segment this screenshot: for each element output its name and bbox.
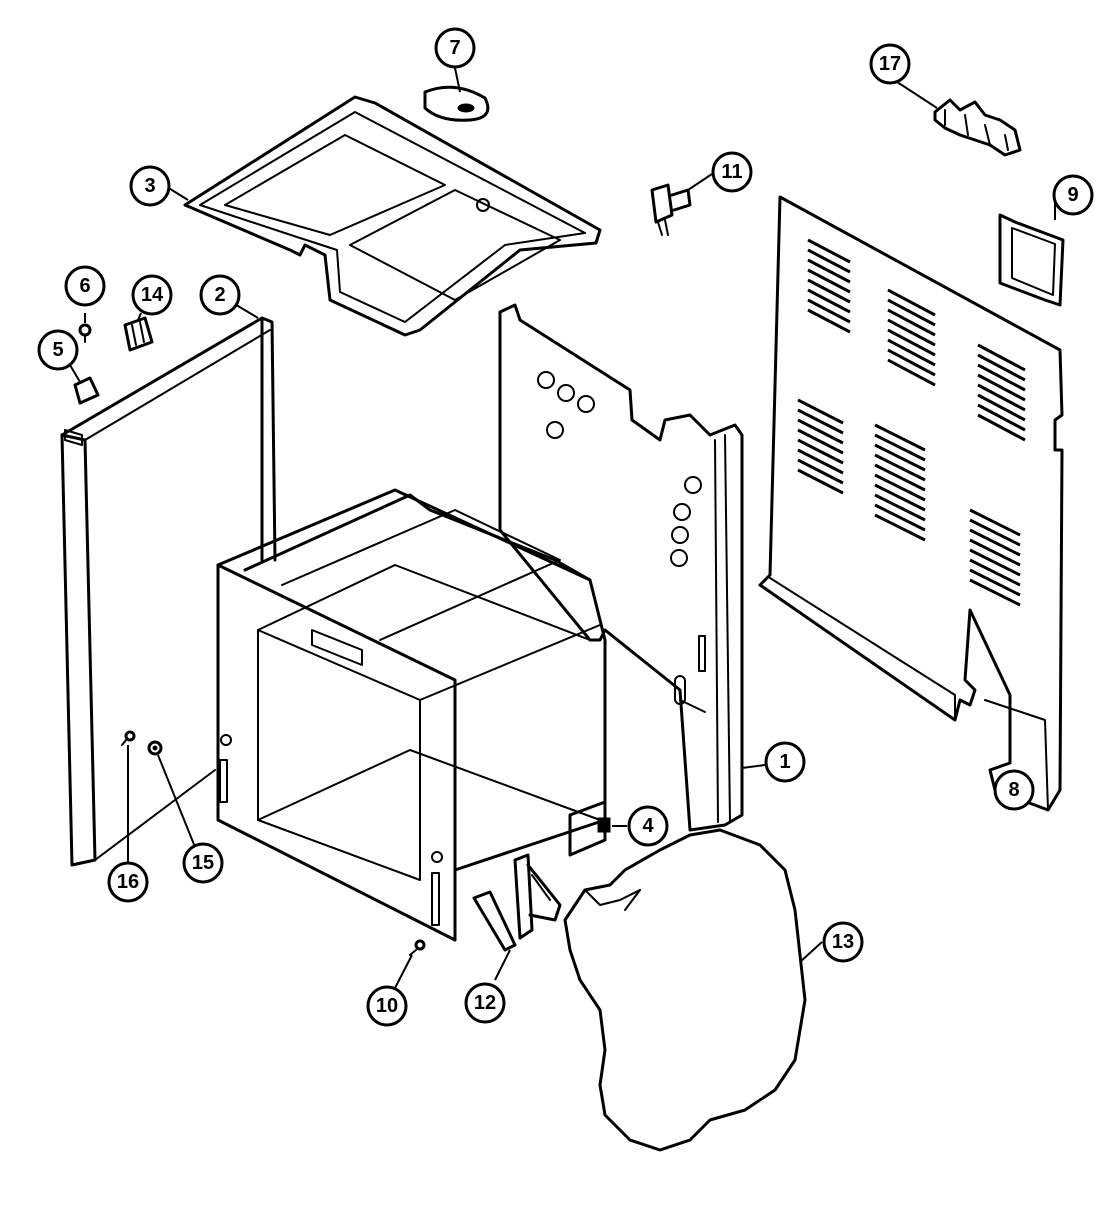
callout-16: 16 [107,861,149,903]
callout-label: 1 [779,751,790,773]
part-6-screw [78,323,92,343]
callout-9: 9 [1052,174,1094,216]
part-12-hinge [472,853,562,952]
part-7-cap [423,85,490,122]
callout-label: 12 [474,992,496,1014]
callout-label: 13 [832,931,854,953]
callout-13: 13 [822,921,864,963]
callout-label: 8 [1008,779,1019,801]
oven-cavity [216,488,607,942]
callout-label: 17 [879,53,901,75]
callout-label: 11 [721,161,742,183]
part-11-connector [650,183,692,236]
part-5-clip [73,376,100,405]
part-1-side-panel [498,303,744,832]
callout-label: 4 [642,815,654,837]
callout-6: 6 [64,265,106,307]
part-14-spacer [123,316,154,352]
callout-5: 5 [37,329,79,371]
callout-label: 5 [52,339,63,361]
callout-2: 2 [199,274,241,316]
callout-label: 6 [79,275,90,297]
callout-12: 12 [464,982,506,1024]
callout-17: 17 [869,43,911,85]
top-panel [183,95,602,337]
callout-11: 11 [711,151,753,193]
part-9-frame [998,213,1065,307]
part-15-bumper [147,740,163,756]
callout-label: 14 [141,284,164,306]
callout-1: 1 [764,741,806,783]
callout-8: 8 [993,769,1035,811]
callout-3: 3 [129,165,171,207]
part-16-screw [121,730,136,746]
callout-label: 2 [214,284,225,306]
part-17-clips [933,98,1022,157]
callout-label: 9 [1067,184,1078,206]
callout-label: 3 [144,175,155,197]
callout-7: 7 [434,27,476,69]
callout-10: 10 [366,985,408,1027]
part-2-left-panel [60,316,277,867]
callout-label: 16 [117,871,139,893]
callout-14: 14 [131,274,173,316]
callout-4: 4 [627,805,669,847]
callout-label: 7 [449,37,460,59]
callout-15: 15 [182,842,224,884]
callout-label: 10 [376,995,398,1017]
part-8-rear-panel [758,195,1064,812]
callout-label: 15 [192,852,214,874]
part-13-insulation [563,828,807,1152]
part-10-screw [409,939,426,956]
